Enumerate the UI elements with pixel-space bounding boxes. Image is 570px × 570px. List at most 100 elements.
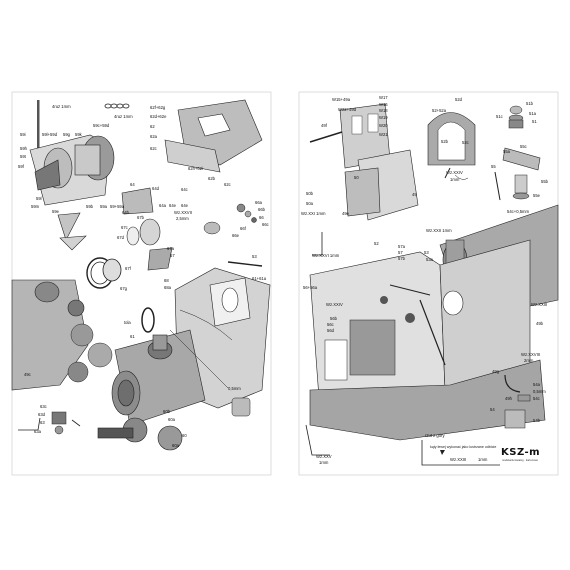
part-label: 59i	[20, 132, 26, 137]
left-detail-loco	[11, 279, 113, 391]
part-label: 54c+0,5mm	[507, 209, 530, 214]
fitting-63	[18, 411, 81, 435]
part-label: 62c	[150, 146, 157, 151]
cab-interior	[309, 239, 546, 441]
part-label: 62b	[208, 176, 216, 181]
bracket-55	[494, 147, 541, 201]
brand-subtitle: modelarski katalog · kartonowe	[502, 458, 538, 462]
part-label: 49	[412, 192, 417, 197]
part-label: 55b	[541, 179, 549, 184]
part-label: 55a	[503, 149, 511, 154]
part-label: 53	[424, 250, 429, 255]
part-label: 60a	[172, 443, 180, 448]
part-label: 56b	[330, 316, 338, 321]
part-label: 49f	[321, 123, 328, 128]
part-label: 66a	[255, 200, 263, 205]
part-label: 49b	[536, 321, 544, 326]
part-label: 64	[130, 182, 135, 187]
part-label: 61+61a	[252, 276, 267, 281]
part-label: W16	[379, 102, 388, 107]
part-label: 2mm	[524, 358, 534, 363]
dome-parts-51	[508, 105, 524, 129]
part-label: 59f	[18, 164, 25, 169]
wire-xxiii	[421, 440, 500, 466]
part-label: 1mm	[450, 177, 460, 182]
part-label: 52d	[455, 97, 463, 102]
part-label: 62	[150, 124, 155, 129]
part-label: Wz.XXIII	[450, 457, 466, 462]
part-label: 52c	[462, 140, 469, 145]
part-label: 67	[170, 253, 175, 258]
part-label: 59a	[100, 204, 108, 209]
part-label: 63a	[34, 429, 42, 434]
part-label: 62d+62e	[150, 114, 167, 119]
part-label: 59m	[31, 204, 40, 209]
part-label: 2,5mm	[176, 216, 189, 221]
ring-67g	[102, 258, 122, 282]
part-label: kąty łewej wykonać jako lustrzane odbici…	[430, 445, 496, 449]
part-label: 64a	[159, 203, 167, 208]
part-label: 51b	[526, 101, 534, 106]
pipes-54	[504, 374, 531, 429]
part-label: 54c	[533, 396, 540, 401]
part-label: 67c	[121, 225, 128, 230]
part-label: 1mm	[478, 457, 488, 462]
part-label: 67f	[125, 266, 132, 271]
part-label: 66e	[232, 233, 240, 238]
part-label: Wz.XXVI 1mm	[312, 253, 340, 258]
part-label: 49h	[505, 396, 513, 401]
part-label: W20	[379, 123, 388, 128]
part-label: 59h	[20, 146, 28, 151]
part-label: 60a	[168, 417, 176, 422]
part-label: 64b	[122, 210, 130, 215]
part-label: 54	[490, 407, 495, 412]
front-rivet-strip	[164, 139, 221, 173]
valve-assembly	[203, 203, 257, 235]
part-label: 55c	[520, 144, 527, 149]
part-label: 59+59a	[110, 204, 125, 209]
part-label: 66c	[262, 222, 269, 227]
part-label: 59c+59d	[93, 123, 110, 128]
part-label: W22+49d	[338, 107, 357, 112]
part-label: Wz.XXIII	[531, 302, 547, 307]
left-page-illustration	[11, 99, 271, 451]
part-label: 49e	[342, 211, 350, 216]
part-label: 66	[259, 215, 264, 220]
part-label: Wz.XXIV	[446, 170, 463, 175]
disc-67b	[139, 218, 161, 246]
part-label: 1mm	[319, 460, 329, 465]
part-label: 61	[130, 334, 135, 339]
part-label: tola	[124, 320, 131, 325]
part-label: 67d	[117, 235, 125, 240]
part-label: 64e	[169, 203, 177, 208]
part-label: 62a	[150, 134, 158, 139]
part-label: 50a	[306, 201, 314, 206]
part-label: 59l	[36, 196, 42, 201]
part-label: 51a	[529, 111, 537, 116]
part-label: Wz.XXII 1mm	[426, 228, 452, 233]
part-label: 66f	[240, 226, 247, 231]
locomotive-body	[97, 267, 271, 451]
part-label: 67a	[167, 246, 175, 251]
part-label: Wz.XXVIII	[521, 352, 540, 357]
part-label: 53a	[426, 257, 434, 262]
chain-part	[104, 103, 130, 109]
wire-xxvi	[312, 232, 323, 256]
side-bracket	[121, 187, 154, 215]
part-label: 0,5mm	[228, 386, 241, 391]
part-label: 49c	[24, 372, 31, 377]
triangle-plate-b	[59, 235, 87, 251]
part-label: Wz.XXV	[316, 454, 332, 459]
part-label: 52	[374, 241, 379, 246]
part-label: 57a	[398, 244, 406, 249]
part-label: rzut z góry	[425, 433, 445, 438]
part-label: 62f+62g	[150, 105, 166, 110]
part-label: Wz.XXI 1mm	[301, 211, 326, 216]
part-label: 54a	[533, 382, 541, 387]
part-label: 67b	[137, 215, 145, 220]
part-label: 50	[354, 175, 359, 180]
right-page-illustration	[305, 103, 559, 466]
part-label: 56c	[327, 322, 334, 327]
part-label: 59k	[75, 132, 83, 137]
